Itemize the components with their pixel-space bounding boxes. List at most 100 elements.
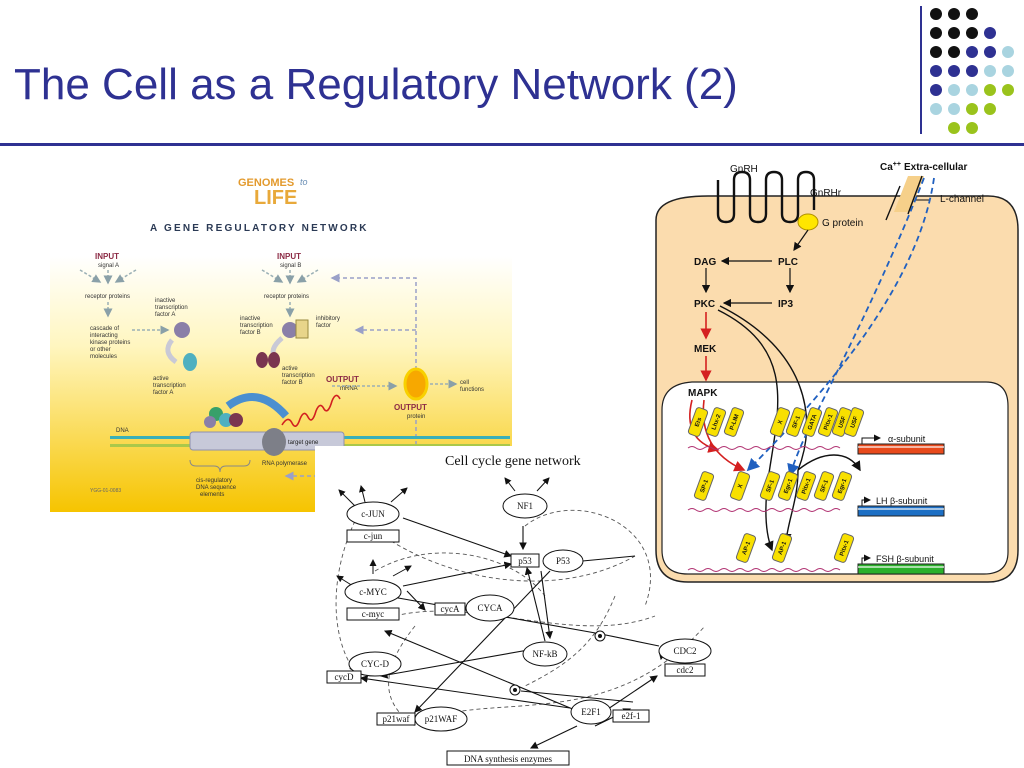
gene-regulatory-network-figure: GENOMES to LIFE A GENE REGULATORY NETWOR… bbox=[50, 170, 512, 512]
factor-row-1: Ets Lhx-2 P-LIM X SF-1 GATA Pitx-1 USF U… bbox=[687, 407, 865, 437]
svg-text:c-JUN: c-JUN bbox=[361, 509, 385, 519]
logo-genomes: GENOMES bbox=[238, 177, 294, 189]
regulation-edges bbox=[359, 517, 667, 749]
output-arrows bbox=[336, 477, 550, 587]
lh-subunit-gene bbox=[857, 505, 945, 517]
svg-text:functions: functions bbox=[460, 387, 484, 393]
active-factor-b-1 bbox=[256, 352, 268, 368]
svg-text:p53: p53 bbox=[518, 556, 532, 566]
figure-code: YGG-01-0083 bbox=[90, 488, 121, 494]
cell-functions-label: cell functions bbox=[460, 380, 484, 393]
svg-text:cycD: cycD bbox=[335, 672, 354, 682]
receptor-a-label: receptor proteins bbox=[85, 294, 130, 300]
dot-row-1 bbox=[930, 8, 978, 20]
svg-text:factor B: factor B bbox=[240, 330, 261, 336]
input-a-arrows bbox=[79, 269, 137, 318]
cis-elements-label: cis-regulatory DNA sequence elements bbox=[196, 478, 237, 498]
dot-row-6 bbox=[930, 103, 996, 115]
fsh-subunit-gene bbox=[857, 563, 945, 575]
svg-text:Ets: Ets bbox=[695, 416, 704, 427]
output-mrna: mRNA bbox=[340, 386, 358, 392]
figure-heading: A GENE REGULATORY NETWORK bbox=[150, 223, 369, 234]
svg-text:X: X bbox=[737, 483, 744, 489]
svg-text:DNA synthesis enzymes: DNA synthesis enzymes bbox=[464, 754, 552, 764]
svg-text:Egr-1: Egr-1 bbox=[837, 477, 848, 494]
svg-text:factor B: factor B bbox=[282, 380, 303, 386]
inactive-factor-b bbox=[282, 322, 298, 338]
gene-c-myc: c-myc bbox=[346, 607, 400, 621]
input-b-label: INPUT bbox=[277, 252, 301, 261]
svg-text:factor A: factor A bbox=[153, 390, 173, 396]
plc-label: PLC bbox=[778, 257, 798, 268]
svg-text:NF-kB: NF-kB bbox=[532, 649, 557, 659]
gene-cyca: cycA bbox=[434, 602, 466, 616]
active-factor-b-2 bbox=[268, 352, 280, 368]
svg-text:X: X bbox=[777, 419, 784, 425]
svg-text:Pitx-1: Pitx-1 bbox=[823, 413, 834, 431]
svg-text:CYC-D: CYC-D bbox=[361, 659, 390, 669]
gene-p53: p53 bbox=[510, 553, 540, 568]
active-b-label: active transcription factor B bbox=[282, 366, 315, 386]
svg-text:inactive: inactive bbox=[240, 316, 261, 322]
svg-text:c-jun: c-jun bbox=[364, 531, 383, 541]
inactive-b-label: inactive transcription factor B bbox=[240, 316, 273, 336]
svg-text:AP-1: AP-1 bbox=[742, 540, 753, 556]
l-channel-label: L-channel bbox=[940, 194, 984, 205]
alpha-subunit-label: α-subunit bbox=[888, 434, 926, 444]
activation-arrow bbox=[225, 393, 290, 419]
slide-title: The Cell as a Regulatory Network (2) bbox=[14, 60, 738, 109]
factor-row-3: AP-1 AP-1 Pitx-1 bbox=[735, 533, 855, 563]
gnrh-label: GnRH bbox=[730, 164, 758, 175]
svg-text:c-MYC: c-MYC bbox=[359, 587, 387, 597]
node-cyca: CYCA bbox=[465, 594, 515, 622]
node-c-jun: c-JUN bbox=[346, 501, 400, 527]
active-a-label: active transcription factor A bbox=[153, 376, 186, 396]
svg-text:cascade of: cascade of bbox=[90, 326, 119, 332]
gene-e2f-1: e2f-1 bbox=[612, 709, 650, 723]
svg-text:p21waf: p21waf bbox=[383, 714, 410, 724]
svg-text:transcription: transcription bbox=[155, 305, 188, 311]
mrna-strand bbox=[281, 394, 341, 427]
svg-text:factor A: factor A bbox=[155, 312, 175, 318]
dot-row-5 bbox=[930, 84, 1014, 96]
ip3-label: IP3 bbox=[778, 299, 793, 310]
gnrh-signaling-cell-figure: GnRH GnRHr G protein Ca++Extra-cellular … bbox=[655, 161, 1019, 583]
node-nf1: NF1 bbox=[502, 493, 548, 519]
inactive-factor-a bbox=[174, 322, 190, 338]
svg-text:interacting: interacting bbox=[90, 333, 118, 339]
dna-label: DNA bbox=[116, 428, 129, 434]
node-dna-synthesis-enzymes: DNA synthesis enzymes bbox=[446, 750, 570, 766]
svg-text:CDC2: CDC2 bbox=[673, 646, 696, 656]
vertical-accent-line bbox=[920, 6, 922, 134]
inactive-a-label: inactive transcription factor A bbox=[155, 298, 188, 318]
cell-cycle-title: Cell cycle gene network bbox=[445, 454, 581, 469]
svg-text:Egr-1: Egr-1 bbox=[783, 477, 794, 494]
node-nf-kb: NF-kB bbox=[522, 641, 568, 667]
svg-text:active: active bbox=[153, 376, 169, 382]
svg-text:p21WAF: p21WAF bbox=[425, 714, 458, 724]
svg-text:c-myc: c-myc bbox=[362, 609, 385, 619]
receptor-b-label: receptor proteins bbox=[264, 294, 309, 300]
svg-text:active: active bbox=[282, 366, 298, 372]
svg-text:e2f-1: e2f-1 bbox=[622, 711, 641, 721]
mek-label: MEK bbox=[694, 344, 717, 355]
svg-text:factor: factor bbox=[316, 323, 331, 329]
alpha-subunit-gene bbox=[857, 443, 945, 455]
fsh-subunit-label: FSH β-subunit bbox=[876, 554, 934, 564]
dot-row-7 bbox=[948, 122, 978, 134]
svg-text:SF-1: SF-1 bbox=[792, 415, 802, 430]
output-protein-label: OUTPUT bbox=[394, 403, 427, 412]
svg-text:or other: or other bbox=[90, 347, 111, 353]
svg-text:transcription: transcription bbox=[282, 373, 315, 379]
svg-text:inhibitory: inhibitory bbox=[316, 316, 340, 322]
dag-label: DAG bbox=[694, 257, 716, 268]
gnrh-receptor bbox=[716, 170, 816, 224]
svg-text:SP-1: SP-1 bbox=[700, 478, 710, 493]
svg-text:E2F1: E2F1 bbox=[581, 707, 601, 717]
input-b-signal: signal B bbox=[280, 263, 301, 269]
node-p21waf: p21WAF bbox=[414, 706, 468, 732]
node-p53: P53 bbox=[542, 549, 584, 573]
dot-row-2 bbox=[930, 27, 996, 39]
node-cdc2: CDC2 bbox=[658, 638, 712, 664]
g-protein-label: G protein bbox=[822, 218, 863, 229]
